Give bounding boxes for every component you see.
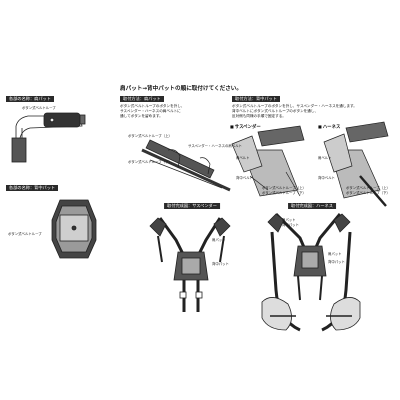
harness-complete-tag: 取付完成図：ハーネス xyxy=(288,203,336,209)
step2-line: 反対側も同様の手順で固定する。 xyxy=(232,114,286,118)
shoulder-pad-illustration xyxy=(11,112,86,163)
suspender-complete-back-pad-label: 背中パット xyxy=(212,262,229,266)
step1-label-loop-bottom: ボタン式ベルトループ（下） xyxy=(128,160,172,164)
suspender-complete-shoulder-pad-label: 肩パット xyxy=(212,238,226,242)
step1-label-loop-top: ボタン式ベルトループ（上） xyxy=(128,134,172,138)
harness-complete-shoulder-pad-label-2: 肩パット xyxy=(328,252,342,256)
step2-line: 背中ベルトにボタン式ベルトループのボタンを通し、 xyxy=(232,109,319,113)
suspender-label-loop-bottom: ボタン式ベルトループ（下） xyxy=(262,191,306,195)
step2-suspender-illustration xyxy=(231,125,305,197)
step1-illustration xyxy=(141,139,231,192)
harness-label-shoulder-belt: 肩ベルト xyxy=(318,156,332,160)
harness-label-back-belt: 背中ベルト xyxy=(318,176,335,180)
step2-line: ボタン式ベルトループのボタンを外し、サスペンダー・ハーネスを通します。 xyxy=(232,104,357,108)
suspender-label-back-belt: 背中ベルト xyxy=(236,176,253,180)
harness-label-loop-top: ボタン式ベルトループ（上） xyxy=(346,186,390,190)
back-pad-parts-tag: 各部の名称：背中パット xyxy=(6,185,59,191)
harness-complete-back-pad-label: 背中パット xyxy=(282,223,299,227)
suspender-label-shoulder-belt: 肩ベルト xyxy=(236,156,250,160)
harness-complete-shoulder-pad-label: 肩パット xyxy=(282,218,296,222)
harness-complete-back-pad-label-2: 背中パット xyxy=(328,260,345,264)
harness-label-loop-bottom: ボタン式ベルトループ（下） xyxy=(346,191,390,195)
suspender-complete-tag: 取付完成図：サスペンダー xyxy=(164,203,220,209)
step1-tag: 取付方法：肩パット xyxy=(120,96,164,102)
back-pad-illustration xyxy=(51,199,97,259)
step1-line: ボタン式ベルトループのボタンを外し、 xyxy=(120,104,185,108)
step2-harness-illustration xyxy=(323,121,389,207)
shoulder-pad-parts-tag: 各部の名称：肩パット xyxy=(6,96,54,102)
step1-line: サスペンダー・ハーネスの肩ベルトに xyxy=(120,109,181,113)
suspender-label-loop-top: ボタン式ベルトループ（上） xyxy=(262,186,306,190)
step1-line: 通してボタンを留めます。 xyxy=(120,114,163,118)
suspender-complete-illustration xyxy=(149,217,231,312)
back-pad-loop-label: ボタン式ベルトループ xyxy=(8,232,42,236)
shoulder-pad-loop-label: ボタン式ベルトループ xyxy=(22,106,56,110)
harness-heading: ハーネス xyxy=(318,124,341,130)
page-title: 肩パット→背中パットの順に取付けてください。 xyxy=(120,86,242,92)
suspender-heading: サスペンダー xyxy=(230,124,261,130)
step1-label-suspender: サスペンダー・ハーネスの肩ベルト xyxy=(188,144,242,148)
harness-complete-illustration xyxy=(261,212,361,332)
step2-tag: 取付方法：背中パット xyxy=(232,96,280,102)
